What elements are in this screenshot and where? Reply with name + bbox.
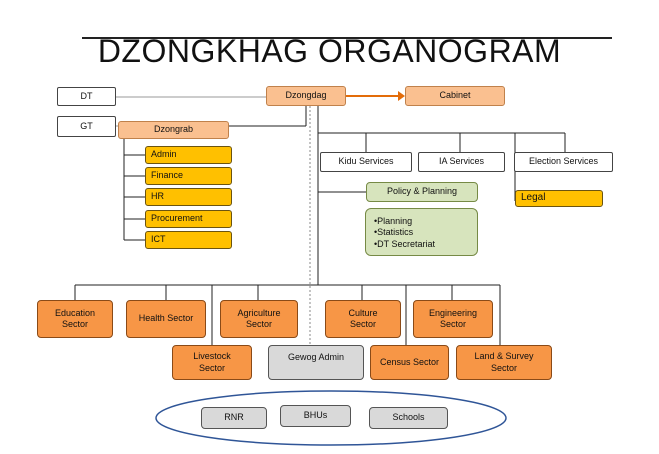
agriculture-sector-box: Agriculture Sector (220, 300, 298, 338)
dzongrab-box: Dzongrab (118, 121, 229, 139)
ict-label: ICT (151, 234, 166, 245)
kidu-services-box: Kidu Services (320, 152, 412, 172)
statistics-item: •Statistics (374, 227, 414, 238)
dzongrab-label: Dzongrab (153, 124, 194, 135)
cabinet-label: Cabinet (439, 90, 471, 101)
gt-label: GT (80, 120, 93, 131)
health-sector-box: Health Sector (126, 300, 206, 338)
bhus-box: BHUs (280, 405, 351, 427)
census-sector-label: Census Sector (379, 356, 440, 367)
dt-secretariat-item: •DT Secretariat (374, 238, 436, 249)
hr-label: HR (151, 191, 164, 202)
engineering-sector-label: Engineering Sector (428, 307, 478, 329)
land-survey-sector-label: Land & Survey Sector (474, 351, 534, 373)
dzongdag-label: Dzongdag (285, 90, 327, 101)
culture-sector-box: Culture Sector (325, 300, 401, 338)
engineering-sector-box: Engineering Sector (413, 300, 493, 338)
policy-planning-box: Policy & Planning (366, 182, 478, 202)
kidu-services-label: Kidu Services (338, 156, 394, 167)
election-services-box: Election Services (514, 152, 613, 172)
policy-items-box: •Planning •Statistics •DT Secretariat (365, 208, 478, 256)
cabinet-box: Cabinet (405, 86, 505, 106)
livestock-sector-label: Livestock Sector (193, 351, 231, 373)
hr-box: HR (145, 188, 232, 206)
dt-label: DT (80, 90, 93, 101)
gewog-admin-label: Gewog Admin (287, 352, 345, 362)
health-sector-label: Health Sector (138, 313, 194, 324)
policy-planning-label: Policy & Planning (386, 186, 458, 197)
census-sector-box: Census Sector (370, 345, 449, 380)
admin-label: Admin (151, 149, 177, 160)
legal-box: Legal (515, 190, 603, 207)
rnr-box: RNR (201, 407, 267, 429)
education-sector-box: Education Sector (37, 300, 113, 338)
legal-label: Legal (521, 192, 546, 204)
planning-item: •Planning (374, 216, 413, 226)
gewog-admin-box: Gewog Admin (268, 345, 364, 380)
election-services-label: Election Services (528, 156, 599, 167)
ict-box: ICT (145, 231, 232, 249)
culture-sector-label: Culture Sector (348, 307, 378, 329)
local-services-ellipse (155, 390, 507, 446)
livestock-sector-box: Livestock Sector (172, 345, 252, 380)
finance-label: Finance (151, 170, 184, 181)
gt-box: GT (57, 116, 116, 137)
rnr-label: RNR (224, 412, 244, 423)
cabinet-arrowhead (398, 91, 405, 101)
land-survey-sector-box: Land & Survey Sector (456, 345, 552, 380)
dt-box: DT (57, 87, 116, 106)
procurement-label: Procurement (151, 213, 203, 224)
admin-box: Admin (145, 146, 232, 164)
agriculture-sector-label: Agriculture Sector (237, 307, 281, 329)
finance-box: Finance (145, 167, 232, 185)
ia-services-label: IA Services (438, 156, 485, 167)
bhus-label: BHUs (303, 410, 328, 421)
page-title: DZONGKHAG ORGANOGRAM (97, 33, 562, 69)
schools-label: Schools (392, 412, 425, 423)
ia-services-box: IA Services (418, 152, 505, 172)
dzongdag-box: Dzongdag (266, 86, 346, 106)
education-sector-label: Education Sector (54, 307, 96, 329)
title-rule (82, 37, 612, 39)
schools-box: Schools (369, 407, 448, 429)
procurement-box: Procurement (145, 210, 232, 228)
